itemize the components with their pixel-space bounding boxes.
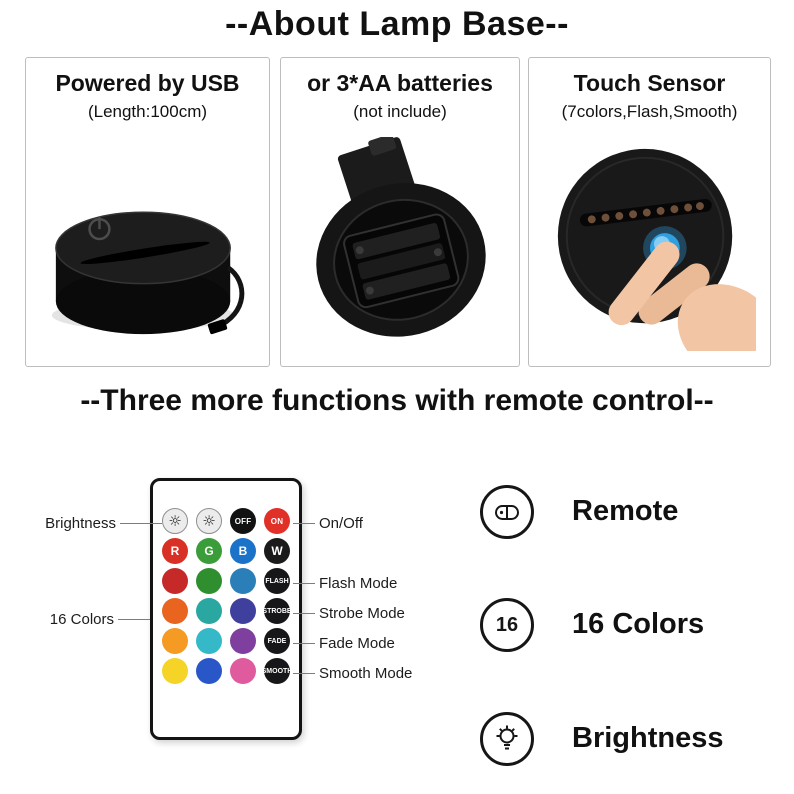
remote-color-button-r4c1 [162, 658, 188, 684]
remote-color-button-r3c1 [162, 628, 188, 654]
strobe-annotation: Strobe Mode [319, 605, 405, 622]
battery-column-subtitle: (not include) [353, 102, 447, 121]
16colors-feature-label: 16 Colors [572, 608, 705, 640]
flash-pointer-line [293, 583, 315, 584]
strobe-pointer-line [293, 613, 315, 614]
remote-color-button-r3c2 [196, 628, 222, 654]
16-badge-icon: 16 [495, 613, 519, 636]
colors-pointer-line [118, 619, 150, 620]
remote-color-button-r4c3 [230, 658, 256, 684]
remote-color-button-r3c3 [230, 628, 256, 654]
remote-g-button: G [196, 538, 222, 564]
remote-on-button: ON [264, 508, 290, 534]
remote-w-button: W [264, 538, 290, 564]
lamp-base-underside [316, 183, 486, 337]
usb-column-title: Powered by USB [55, 70, 240, 96]
remote-color-button-r2c1 [162, 598, 188, 624]
brightness-pointer-line [120, 523, 162, 524]
remote-color-button-r2c2 [196, 598, 222, 624]
smooth-annotation: Smooth Mode [319, 665, 413, 682]
fade-pointer-line [293, 643, 315, 644]
brightness-up-button-icon: ☼ [162, 508, 188, 534]
battery-column-title: or 3*AA batteries [307, 70, 493, 96]
touch-column-card: Touch Sensor (7colors,Flash,Smooth) [528, 57, 771, 367]
page-title: --About Lamp Base-- [225, 5, 569, 43]
usb-lamp-base-photo [51, 211, 244, 335]
touch-sensor-photo-wrap [529, 122, 770, 366]
onoff-annotation: On/Off [319, 515, 363, 532]
onoff-pointer-line [293, 523, 315, 524]
remote-b-button: B [230, 538, 256, 564]
remote-fade-button: FADE [264, 628, 290, 654]
battery-column-card: or 3*AA batteries (not include) [280, 57, 520, 367]
flash-annotation: Flash Mode [319, 575, 398, 592]
remote-section-title: --Three more functions with remote contr… [80, 384, 714, 417]
colors-annotation: 16 Colors [49, 611, 114, 628]
brightness-annotation: Brightness [45, 515, 116, 532]
remote-color-button-r1c1 [162, 568, 188, 594]
finger-touching [608, 241, 756, 351]
usb-column-subtitle: (Length:100cm) [87, 102, 208, 121]
battery-compartment-photo-wrap [281, 122, 519, 366]
remote-flash-button: FLASH [264, 568, 290, 594]
smooth-pointer-line [293, 673, 315, 674]
remote-icon [495, 505, 519, 520]
brightness-feature-label: Brightness [572, 722, 724, 754]
usb-lamp-base-photo-wrap [26, 122, 269, 366]
led-slot [579, 198, 712, 227]
remote-color-button-r4c2 [196, 658, 222, 684]
remote-strobe-button: STROBE [262, 598, 292, 624]
remote-smooth-button: SMOOTH [262, 658, 292, 684]
remote-feature-label: Remote [572, 495, 679, 527]
usb-cable [207, 265, 244, 335]
touch-column-subtitle: (7colors,Flash,Smooth) [561, 102, 738, 121]
remote-off-button: OFF [230, 508, 256, 534]
brightness-feature-circle [480, 712, 534, 766]
lightbulb-icon [496, 725, 518, 750]
remote-color-button-r1c3 [230, 568, 256, 594]
fade-annotation: Fade Mode [319, 635, 395, 652]
remote-feature-circle [480, 485, 534, 539]
brightness-down-button-icon: ☼ [196, 508, 222, 534]
remote-color-button-r2c3 [230, 598, 256, 624]
touch-column-title: Touch Sensor [573, 70, 726, 96]
remote-r-button: R [162, 538, 188, 564]
remote-color-button-r1c2 [196, 568, 222, 594]
usb-column-card: Powered by USB (Length:100cm) [25, 57, 270, 367]
touch-sensor-photo [557, 148, 756, 351]
16colors-feature-circle: 16 [480, 598, 534, 652]
battery-compartment-photo [316, 137, 486, 337]
touch-power-icon [87, 217, 111, 241]
